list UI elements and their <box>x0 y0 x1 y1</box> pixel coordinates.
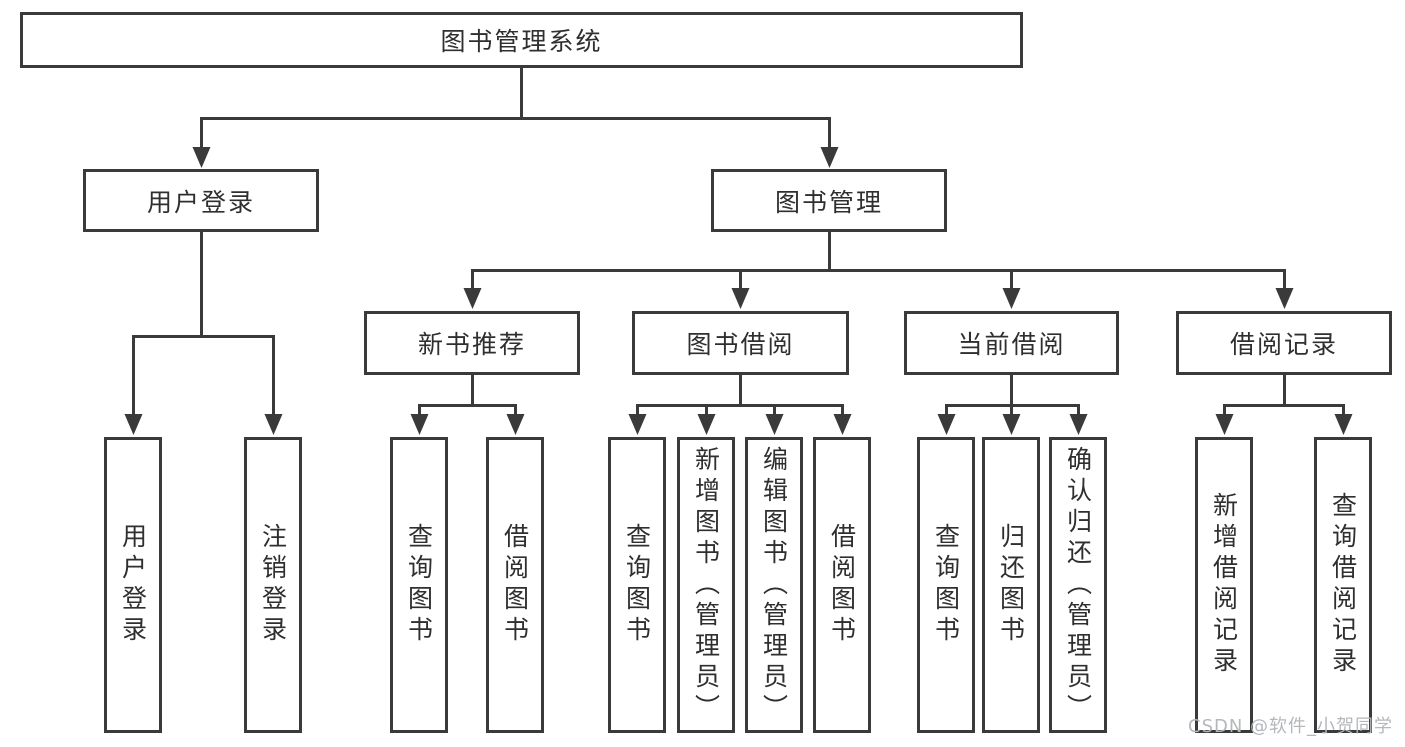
node-book-management: 图书管理 <box>711 169 947 232</box>
leaf-current-confirm-return-admin-label: 确认归还（管理员） <box>1063 445 1093 725</box>
leaf-records-add-record-label: 新增借阅记录 <box>1209 492 1239 678</box>
leaf-borrow-query-books: 查询图书 <box>608 437 666 733</box>
leaf-borrow-query-books-label: 查询图书 <box>622 523 652 647</box>
leaf-logout: 注销登录 <box>244 437 302 733</box>
node-new-book-recommend-label: 新书推荐 <box>417 330 526 359</box>
connector-currentborrow-to-leaves <box>945 375 1080 416</box>
node-root-label: 图书管理系统 <box>440 27 603 56</box>
leaf-user-login: 用户登录 <box>104 437 162 733</box>
leaf-user-login-label: 用户登录 <box>118 523 148 647</box>
connector-newbook-to-leaves <box>418 375 517 416</box>
leaf-borrow-add-books-admin: 新增图书（管理员） <box>677 437 735 733</box>
connector-userlogin-to-leaves <box>132 232 275 416</box>
node-user-login-label: 用户登录 <box>146 187 255 217</box>
leaf-borrow-edit-books-admin-label: 编辑图书（管理员） <box>759 445 789 725</box>
node-borrow-records: 借阅记录 <box>1176 311 1392 375</box>
leaf-borrow-borrow-books-label: 借阅图书 <box>827 523 857 647</box>
node-root: 图书管理系统 <box>20 12 1023 68</box>
arrowhead-icons <box>124 147 1353 435</box>
leaf-borrow-edit-books-admin: 编辑图书（管理员） <box>745 437 803 733</box>
leaf-current-query-books-label: 查询图书 <box>931 523 961 647</box>
leaf-newrec-borrow-books: 借阅图书 <box>486 437 544 733</box>
leaf-borrow-add-books-admin-label: 新增图书（管理员） <box>691 445 721 725</box>
leaf-current-return-books: 归还图书 <box>982 437 1040 733</box>
node-current-borrow: 当前借阅 <box>904 311 1119 375</box>
leaf-current-confirm-return-admin: 确认归还（管理员） <box>1049 437 1107 733</box>
leaf-current-query-books: 查询图书 <box>917 437 975 733</box>
node-book-borrow-label: 图书借阅 <box>686 330 795 359</box>
connector-bookborrow-to-leaves <box>636 375 844 416</box>
leaf-records-add-record: 新增借阅记录 <box>1195 437 1253 733</box>
node-user-login: 用户登录 <box>83 169 319 232</box>
leaf-newrec-query-books: 查询图书 <box>390 437 448 733</box>
leaf-current-return-books-label: 归还图书 <box>996 523 1026 647</box>
connector-root-to-level2 <box>200 68 831 150</box>
node-current-borrow-label: 当前借阅 <box>957 330 1066 359</box>
leaf-records-query-record: 查询借阅记录 <box>1314 437 1372 733</box>
leaf-records-query-record-label: 查询借阅记录 <box>1328 492 1358 678</box>
connector-bookmgmt-to-level3 <box>471 232 1286 290</box>
node-new-book-recommend: 新书推荐 <box>364 311 580 375</box>
csdn-watermark: CSDN @软件_小贺同学 <box>1188 716 1394 737</box>
leaf-logout-label: 注销登录 <box>258 523 288 647</box>
node-book-management-label: 图书管理 <box>774 187 883 217</box>
leaf-newrec-borrow-books-label: 借阅图书 <box>500 523 530 647</box>
node-borrow-records-label: 借阅记录 <box>1229 330 1338 359</box>
node-book-borrow: 图书借阅 <box>632 311 849 375</box>
leaf-borrow-borrow-books: 借阅图书 <box>813 437 871 733</box>
leaf-newrec-query-books-label: 查询图书 <box>404 523 434 647</box>
connector-records-to-leaves <box>1223 375 1345 416</box>
